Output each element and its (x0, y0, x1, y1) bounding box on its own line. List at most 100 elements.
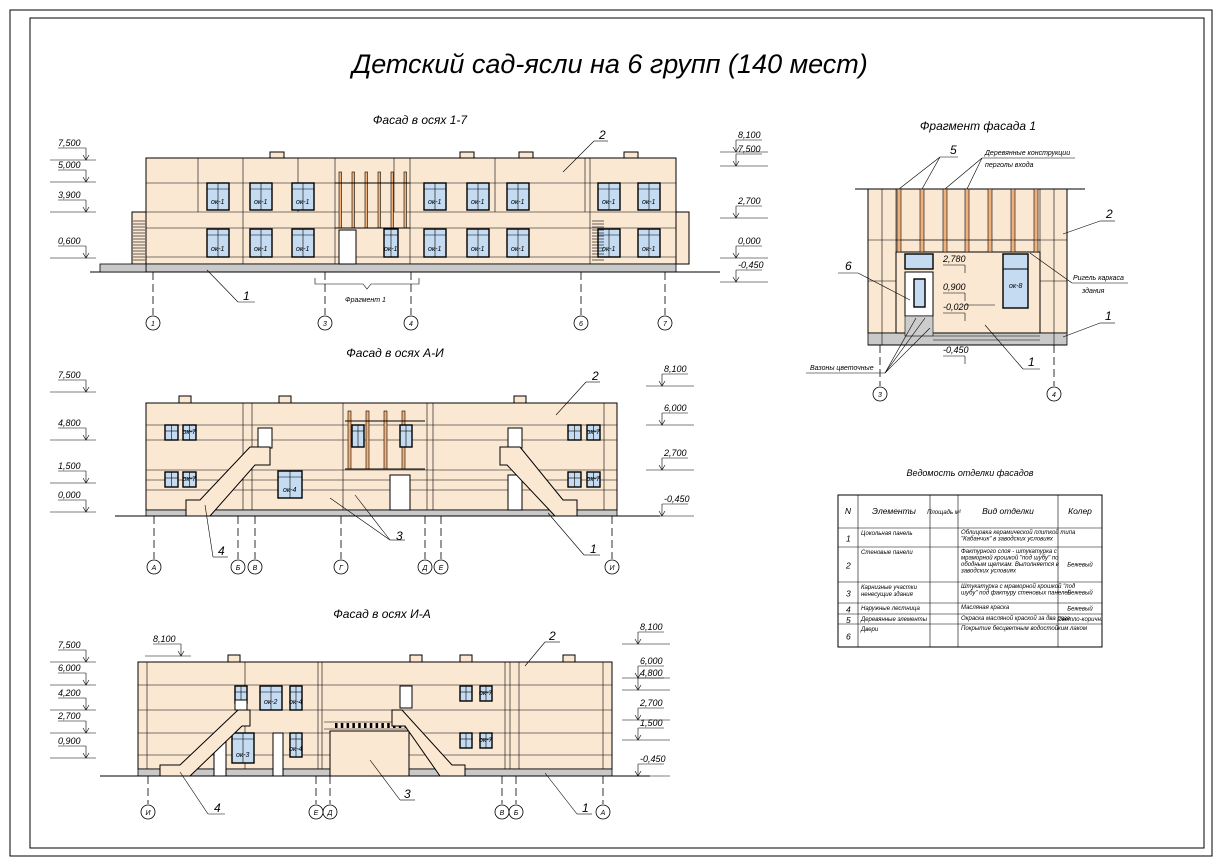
door (507, 474, 523, 511)
axis-bubble (872, 386, 888, 402)
elevation-label: 2,700 (737, 196, 761, 206)
pergola-post (377, 171, 381, 229)
table-cell-element: Деревянные элементы (860, 617, 928, 623)
callout-2: 2 (1105, 207, 1113, 221)
window-mark: ок-4 (289, 699, 303, 706)
pergola-post (365, 410, 370, 470)
exterior-stair (159, 709, 251, 777)
axis-bubble (595, 804, 611, 820)
table-cell-color: Бежевый (1067, 606, 1093, 613)
axis-bubble (604, 559, 620, 575)
table-cell-color: Бежевый (1067, 562, 1093, 569)
roof-vent (459, 151, 475, 159)
elevation-label: 6,000 (58, 663, 81, 673)
axis-bubble (322, 804, 338, 820)
window-mark: ок-1 (211, 199, 225, 206)
fragment-title: Фрагмент фасада 1 (920, 119, 1036, 133)
door (234, 699, 248, 711)
frame-label: Ригель каркаса (1073, 275, 1124, 282)
axis-label: Г (339, 565, 344, 572)
axis-bubble (247, 559, 263, 575)
window-mark: ок-1 (511, 199, 525, 206)
elevation-label: 2,700 (663, 448, 687, 458)
exterior-stair (499, 446, 578, 517)
pergola-post (919, 188, 925, 253)
axis-bubble (508, 804, 524, 820)
elevation-label: -0,450 (640, 754, 666, 764)
vases-label: Вазоны цветочные (810, 365, 874, 372)
roof-vent (178, 395, 192, 404)
pergola-post (364, 171, 368, 229)
elevation-label: 7,500 (738, 144, 761, 154)
roof-vent (227, 654, 241, 663)
axis-bubble (140, 804, 156, 820)
door (257, 427, 273, 449)
axis-label: Е (439, 565, 444, 572)
facade-1-7-title: Фасад в осях 1-7 (373, 113, 469, 127)
axis-bubble (146, 559, 162, 575)
elevation-label: 5,000 (58, 160, 81, 170)
elevation-label: 7,500 (58, 370, 81, 380)
table-cell-finish: Покрытие бесцветным водостойким лаком (961, 625, 1087, 632)
window-mark: ок-1 (602, 246, 616, 253)
window-mark: ок-7 (183, 476, 198, 483)
table-cell-element: Наружные лестница (861, 606, 921, 612)
table-cell-element: Стеновые панели (861, 550, 913, 556)
elevation-label: 0,000 (58, 490, 81, 500)
elevation-label: 2,700 (639, 698, 663, 708)
window-mark: ок-1 (211, 246, 225, 253)
axis-label: 6 (579, 321, 583, 328)
window-mark: ок-7 (479, 690, 494, 697)
table-header-cell: Вид отделки (982, 506, 1034, 516)
elevation-label: -0,450 (738, 260, 764, 270)
callout-4: 4 (214, 801, 221, 815)
pergola-post (987, 188, 993, 253)
table-cell-finish: Облицовка керамической плиткой типа"Каба… (961, 529, 1076, 543)
table-header-cell: Колер (1068, 506, 1092, 516)
callout-6: 6 (845, 259, 852, 273)
facade-axes-1-7: Фасад в осях 1-7 ок-1 ок-1 ок-1 ок-1 ок-1 ок-… (90, 113, 720, 304)
wood-label-2: перголы входа (985, 161, 1034, 169)
table-cell-element: Цокольная панель (861, 531, 913, 537)
axis-label: 1 (151, 321, 155, 328)
window-mark: ок-7 (587, 476, 602, 483)
callout-1: 1 (1028, 355, 1035, 369)
callout-1: 1 (582, 801, 589, 815)
window-mark: ок-1 (642, 199, 656, 206)
sheet-title: Детский сад-ясли на 6 групп (140 мест) (349, 49, 868, 79)
pergola-post (942, 188, 948, 253)
axis-bubble (403, 315, 419, 331)
table-cell-finish: Масляная краска (961, 605, 1010, 611)
pergola-post (390, 171, 394, 229)
fragment-1-label: Фрагмент 1 (345, 297, 386, 304)
callout-4: 4 (218, 544, 225, 558)
window-mark: ок-1 (428, 199, 442, 206)
table-cell-number: 2 (845, 561, 851, 571)
canopy-rafter (369, 723, 373, 728)
elevation-label: 7,500 (58, 640, 81, 650)
table-cell-number: 1 (846, 534, 851, 544)
callout-1: 1 (243, 289, 250, 303)
elevation-label: 8,100 (153, 634, 176, 644)
elevation-label: 8,100 (640, 622, 663, 632)
elevation-label: 4,800 (640, 668, 663, 678)
elevation-label: 7,500 (58, 138, 81, 148)
frame-label-2: здания (1081, 287, 1105, 295)
facade-fragment-1: Фрагмент фасада 1 ок-8 Деревянные констр… (806, 119, 1128, 374)
axis-bubble (1046, 386, 1062, 402)
entrance-steps (99, 263, 147, 273)
roof-vent (409, 654, 423, 663)
table-cell-element: Двери (860, 627, 879, 633)
canopy-block-3 (329, 730, 410, 777)
axis-label: А (151, 565, 157, 572)
axis-bubble (417, 559, 433, 575)
exterior-stair (185, 446, 271, 517)
table-cell-number: 3 (846, 589, 851, 599)
exterior-stair (391, 709, 466, 777)
callout-2: 2 (548, 629, 556, 643)
window-mark: ок-7 (479, 737, 494, 744)
elevation-label: 2,780 (942, 254, 966, 264)
table-title: Ведомость отделки фасадов (907, 468, 1034, 478)
elevation-label: -0,020 (943, 302, 969, 312)
